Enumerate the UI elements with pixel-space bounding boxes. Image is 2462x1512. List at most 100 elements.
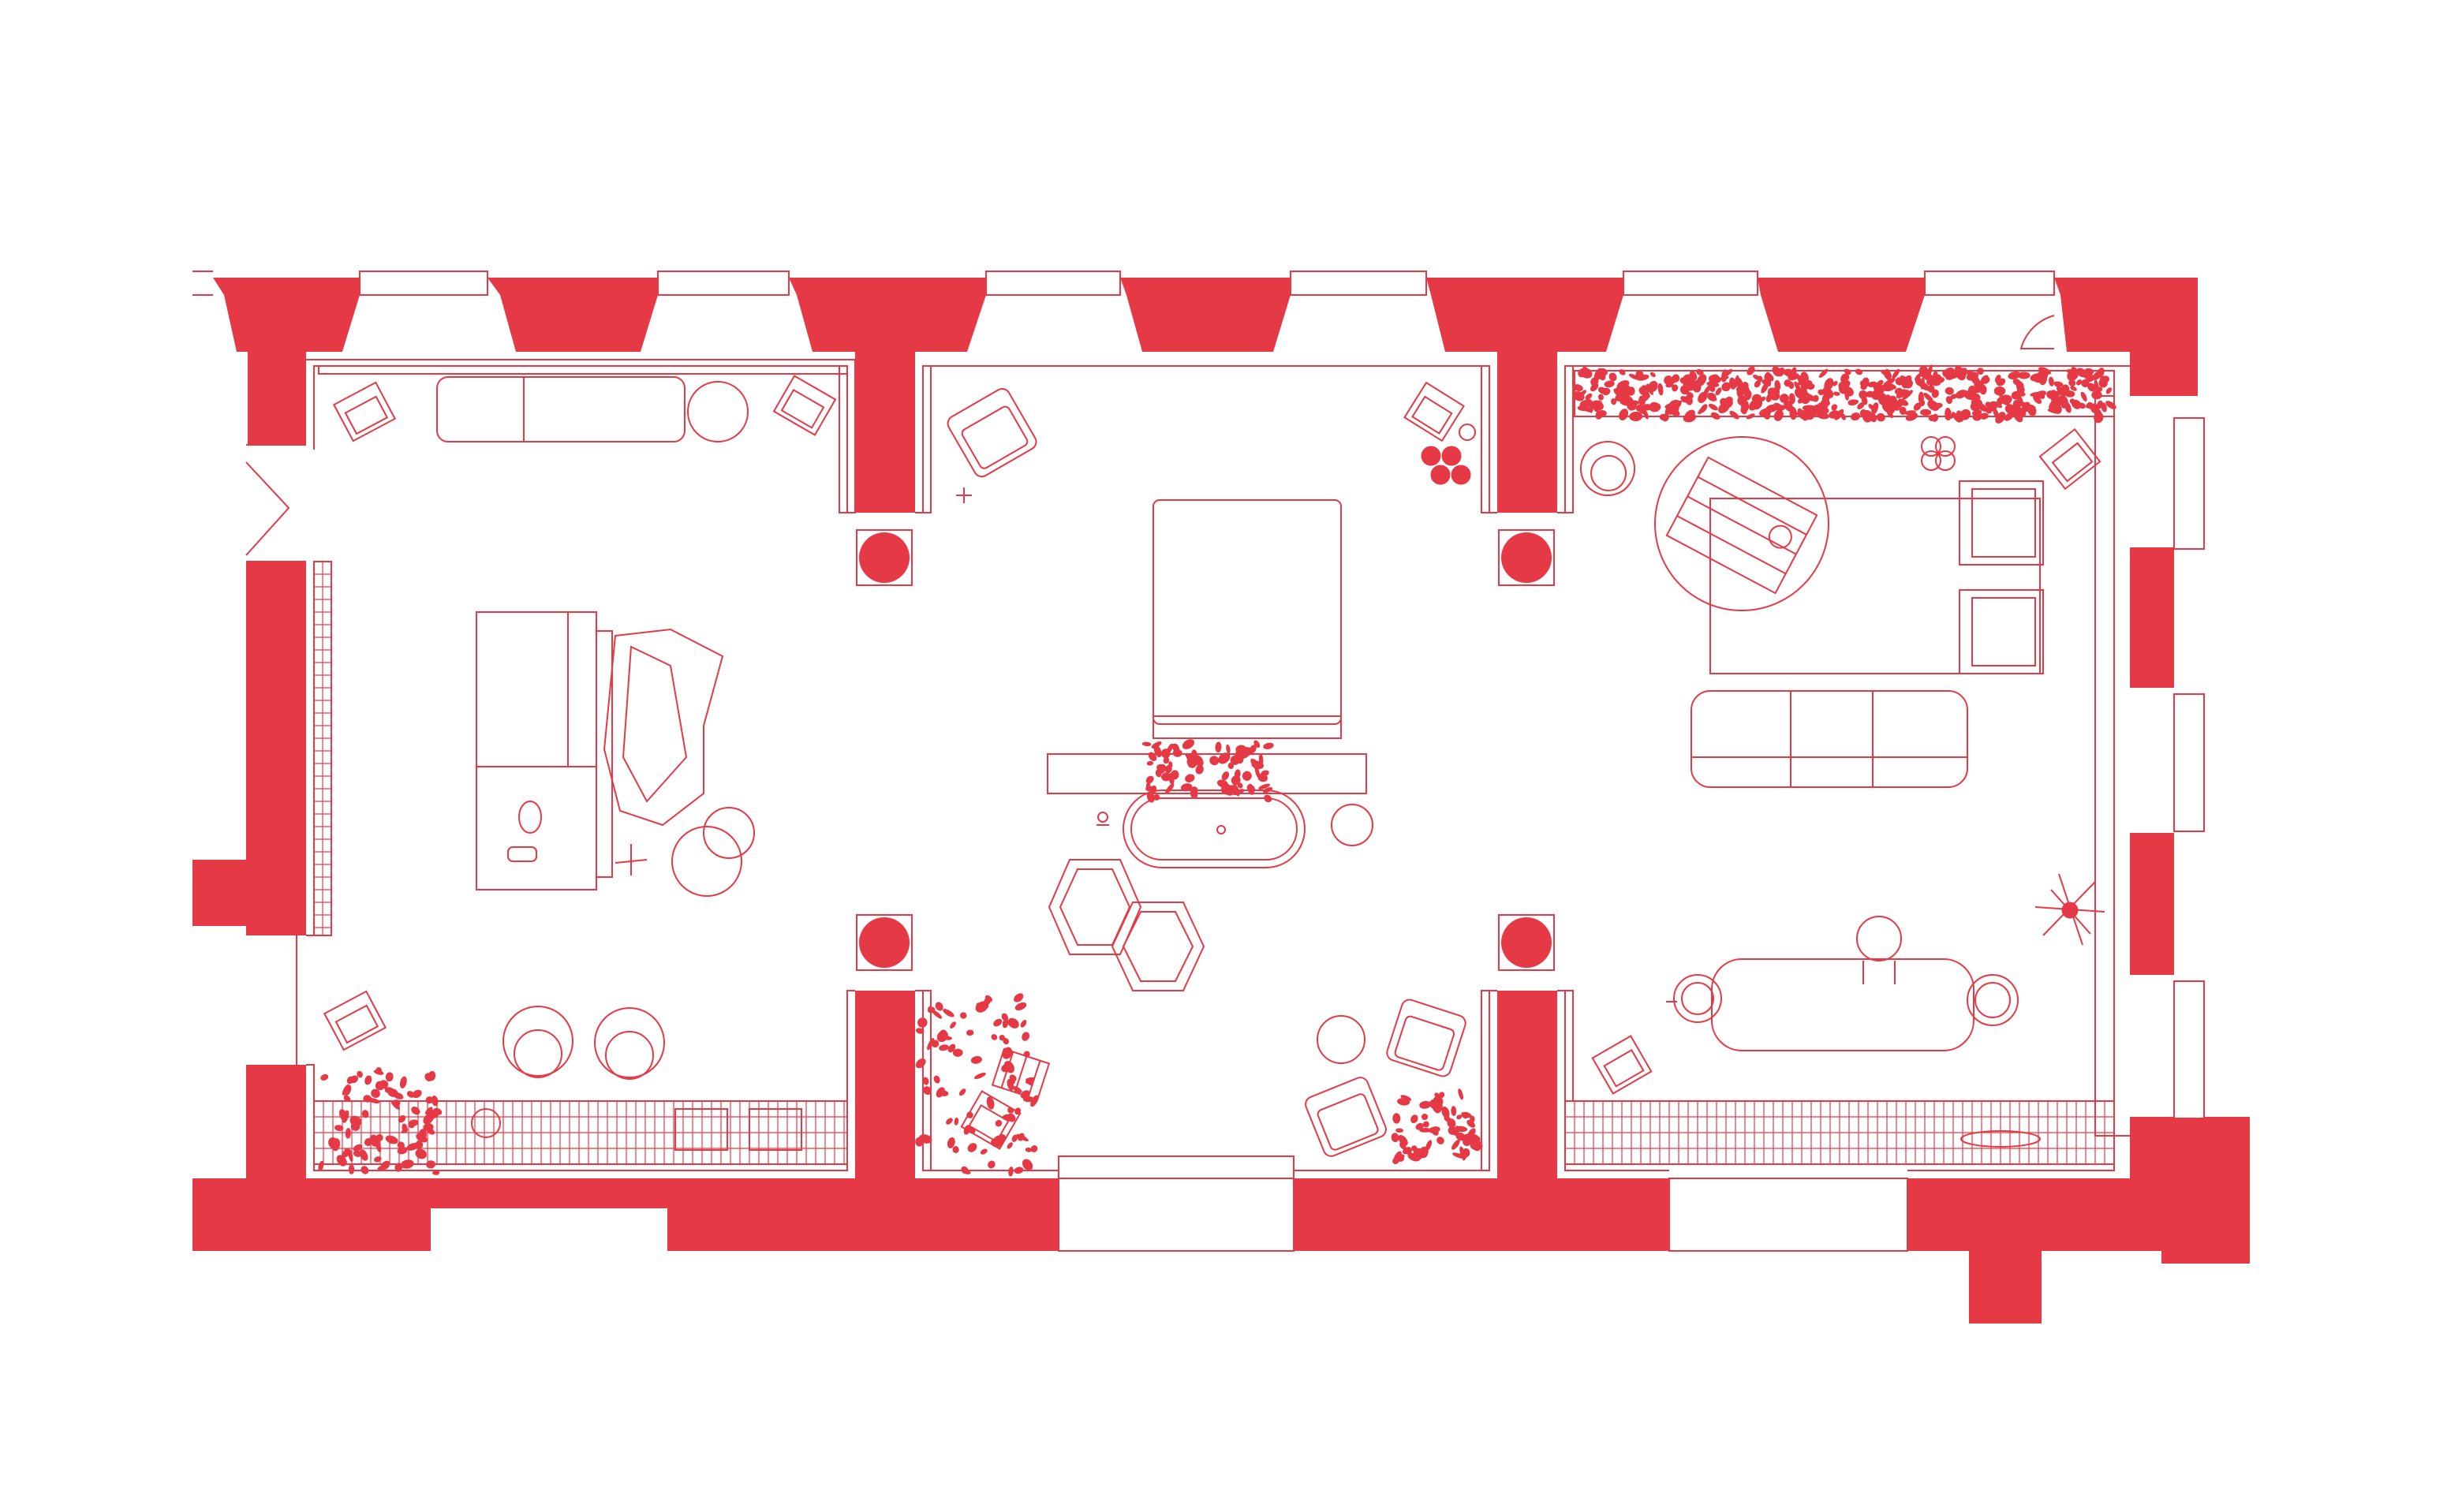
bottom-seg-1c	[667, 1208, 1059, 1251]
right-top-corner	[2130, 278, 2198, 396]
sink-icon	[674, 1108, 802, 1151]
window-top-5	[1623, 271, 1758, 296]
plant-icon	[1927, 365, 1982, 423]
room-1-furniture	[323, 375, 837, 1151]
side-table-icon	[671, 826, 742, 897]
room-3-furniture	[1580, 427, 2105, 1148]
top-wall	[213, 278, 2198, 360]
plants	[318, 364, 2116, 1177]
window-top-6	[1924, 271, 2055, 296]
armchair-icon	[960, 1090, 1022, 1150]
armchair-icon	[772, 375, 837, 436]
left-upper-pier	[248, 347, 306, 445]
bottom-seg-1	[192, 1178, 1059, 1208]
bathtub-icon	[1123, 790, 1306, 868]
armchair-icon	[1386, 999, 1466, 1077]
top-pier-1	[213, 278, 360, 352]
plant-icon	[1664, 368, 1717, 423]
top-band	[213, 347, 2198, 360]
chair-icon	[1967, 974, 2019, 1026]
bottom-foot	[1969, 1251, 2042, 1323]
right-wall	[2130, 278, 2205, 1119]
plant-icon	[2060, 367, 2116, 424]
window-top-1	[359, 271, 488, 296]
side-table-icon	[687, 381, 749, 442]
right-window-3	[2173, 980, 2205, 1119]
bottom-right-corner	[2130, 1117, 2250, 1191]
chair-icon	[1856, 916, 1902, 984]
window-top-2	[657, 271, 790, 296]
windows	[192, 271, 2055, 1252]
clover-stool-icon	[1921, 436, 1956, 471]
left-wall	[192, 347, 306, 1185]
hex-tables-icon	[1048, 859, 1205, 991]
top-pier-4	[1120, 278, 1291, 352]
plant-icon	[1209, 740, 1274, 803]
top-pier-6	[1758, 278, 1925, 352]
right-pier-1	[2130, 547, 2174, 688]
round-rug-icon	[1654, 436, 1829, 611]
partitions	[855, 352, 1557, 1182]
room-outlines	[306, 359, 2130, 1171]
cabinet-room2-corners	[922, 365, 1574, 1171]
top-pier-5	[1426, 278, 1623, 352]
plant-icon	[1883, 364, 1937, 421]
desk-icon	[476, 611, 613, 890]
armchair-icon	[1580, 441, 1635, 496]
walls	[192, 278, 2250, 1323]
window-top-3	[985, 271, 1121, 296]
bench-icon	[1960, 1130, 2041, 1148]
cabinet-left-wall	[313, 561, 332, 936]
stool-icon	[471, 1108, 501, 1138]
rug-icon	[1709, 498, 2041, 674]
room-2-outline	[915, 365, 1497, 513]
armchair-icon	[2038, 427, 2101, 491]
plant-icon	[1616, 369, 1669, 422]
armchair-icon	[323, 990, 387, 1051]
armchair-icon	[1959, 589, 2044, 674]
left-bump	[192, 860, 260, 926]
cabinet-room3-right	[2094, 395, 2115, 1137]
armchair-icon	[332, 381, 397, 442]
right-window-1	[2173, 417, 2205, 550]
partition-1-bottom	[855, 991, 915, 1182]
plant-icon	[915, 993, 1039, 1177]
window-top-4	[1290, 271, 1427, 296]
cabinet-room3-bottom	[1564, 1100, 2115, 1165]
plant-icon	[1706, 366, 1762, 420]
plant-icon	[1141, 739, 1204, 803]
room-1-outline	[306, 359, 856, 513]
dining-table-icon	[1711, 958, 1974, 1051]
cabinet-room1-bottom	[313, 1100, 848, 1165]
plant-icon	[1795, 368, 1850, 421]
side-table-icon	[1317, 1015, 1365, 1064]
sofa-icon	[1691, 690, 1968, 788]
plant-icon	[318, 1067, 443, 1175]
coffee-table-icon	[1665, 456, 1818, 595]
partition-2-bottom	[1497, 991, 1557, 1182]
tap-icon	[1097, 812, 1109, 826]
bottom-wall	[192, 1117, 2250, 1323]
bottom-door-opening	[1058, 1155, 1295, 1252]
plant-icon	[1391, 1088, 1483, 1165]
left-lower-pier	[246, 1065, 306, 1185]
bottom-step	[2161, 1207, 2250, 1264]
column-icon	[1498, 529, 1555, 586]
bottom-seg-1b	[192, 1208, 431, 1251]
door-swing-icon	[2019, 315, 2055, 349]
cabinet-room1-top	[318, 365, 848, 513]
chair-icon	[1666, 974, 1722, 1023]
lounge-chair-icon	[603, 628, 724, 875]
armchair-icon	[1403, 381, 1465, 442]
top-pier-2	[488, 278, 658, 352]
armchair-icon	[502, 1006, 573, 1078]
bottom-seg-2	[1294, 1178, 1669, 1251]
sofa-icon	[436, 376, 686, 442]
armchair-icon	[1305, 1077, 1387, 1157]
bed-icon	[1047, 499, 1367, 794]
stool-icon	[703, 807, 755, 859]
armchair-icon	[1959, 480, 2044, 566]
umbrella-icon	[1331, 804, 1373, 846]
columns	[856, 529, 1555, 971]
